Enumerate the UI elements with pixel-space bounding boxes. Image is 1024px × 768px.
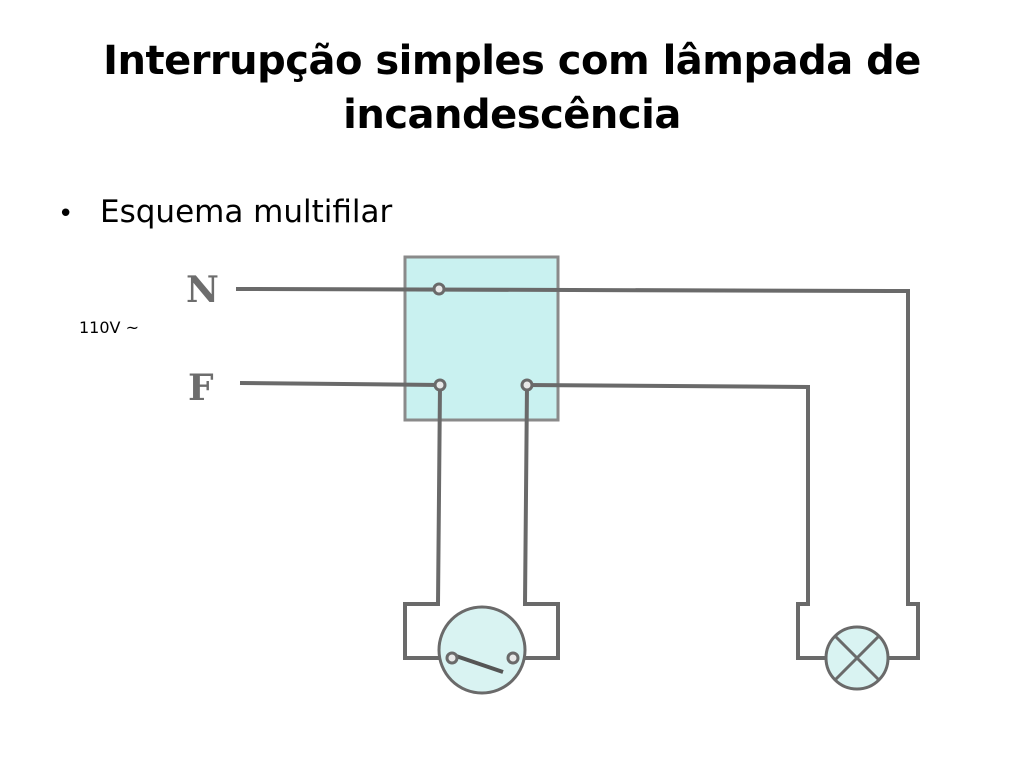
bullet-text: Esquema multifilar xyxy=(100,194,393,230)
return-terminal xyxy=(520,378,534,392)
supply-voltage-label: 110V ~ xyxy=(79,318,139,337)
phase-terminal xyxy=(433,378,447,392)
phase-terminal-label: F xyxy=(188,367,214,409)
switch-return-wire xyxy=(515,384,560,660)
neutral-terminal-label: N xyxy=(186,269,219,311)
bullet-item: • Esquema multifilar xyxy=(58,190,392,236)
lamp-feed-wire xyxy=(526,383,828,660)
circuit-wires xyxy=(235,287,920,660)
lamp-symbol-icon xyxy=(824,625,890,691)
neutral-wire xyxy=(235,287,920,660)
slide-title: Interrupção simples com lâmpada de incan… xyxy=(103,38,921,138)
junction-box-icon xyxy=(403,255,560,422)
switch-feed-wire xyxy=(403,384,448,660)
bullet-list: • Esquema multifilar xyxy=(58,190,392,236)
switch-symbol-icon xyxy=(437,605,527,695)
neutral-terminal xyxy=(432,282,446,296)
box-terminals xyxy=(432,282,534,392)
phase-wire xyxy=(239,381,441,387)
bullet-glyph: • xyxy=(58,199,74,229)
